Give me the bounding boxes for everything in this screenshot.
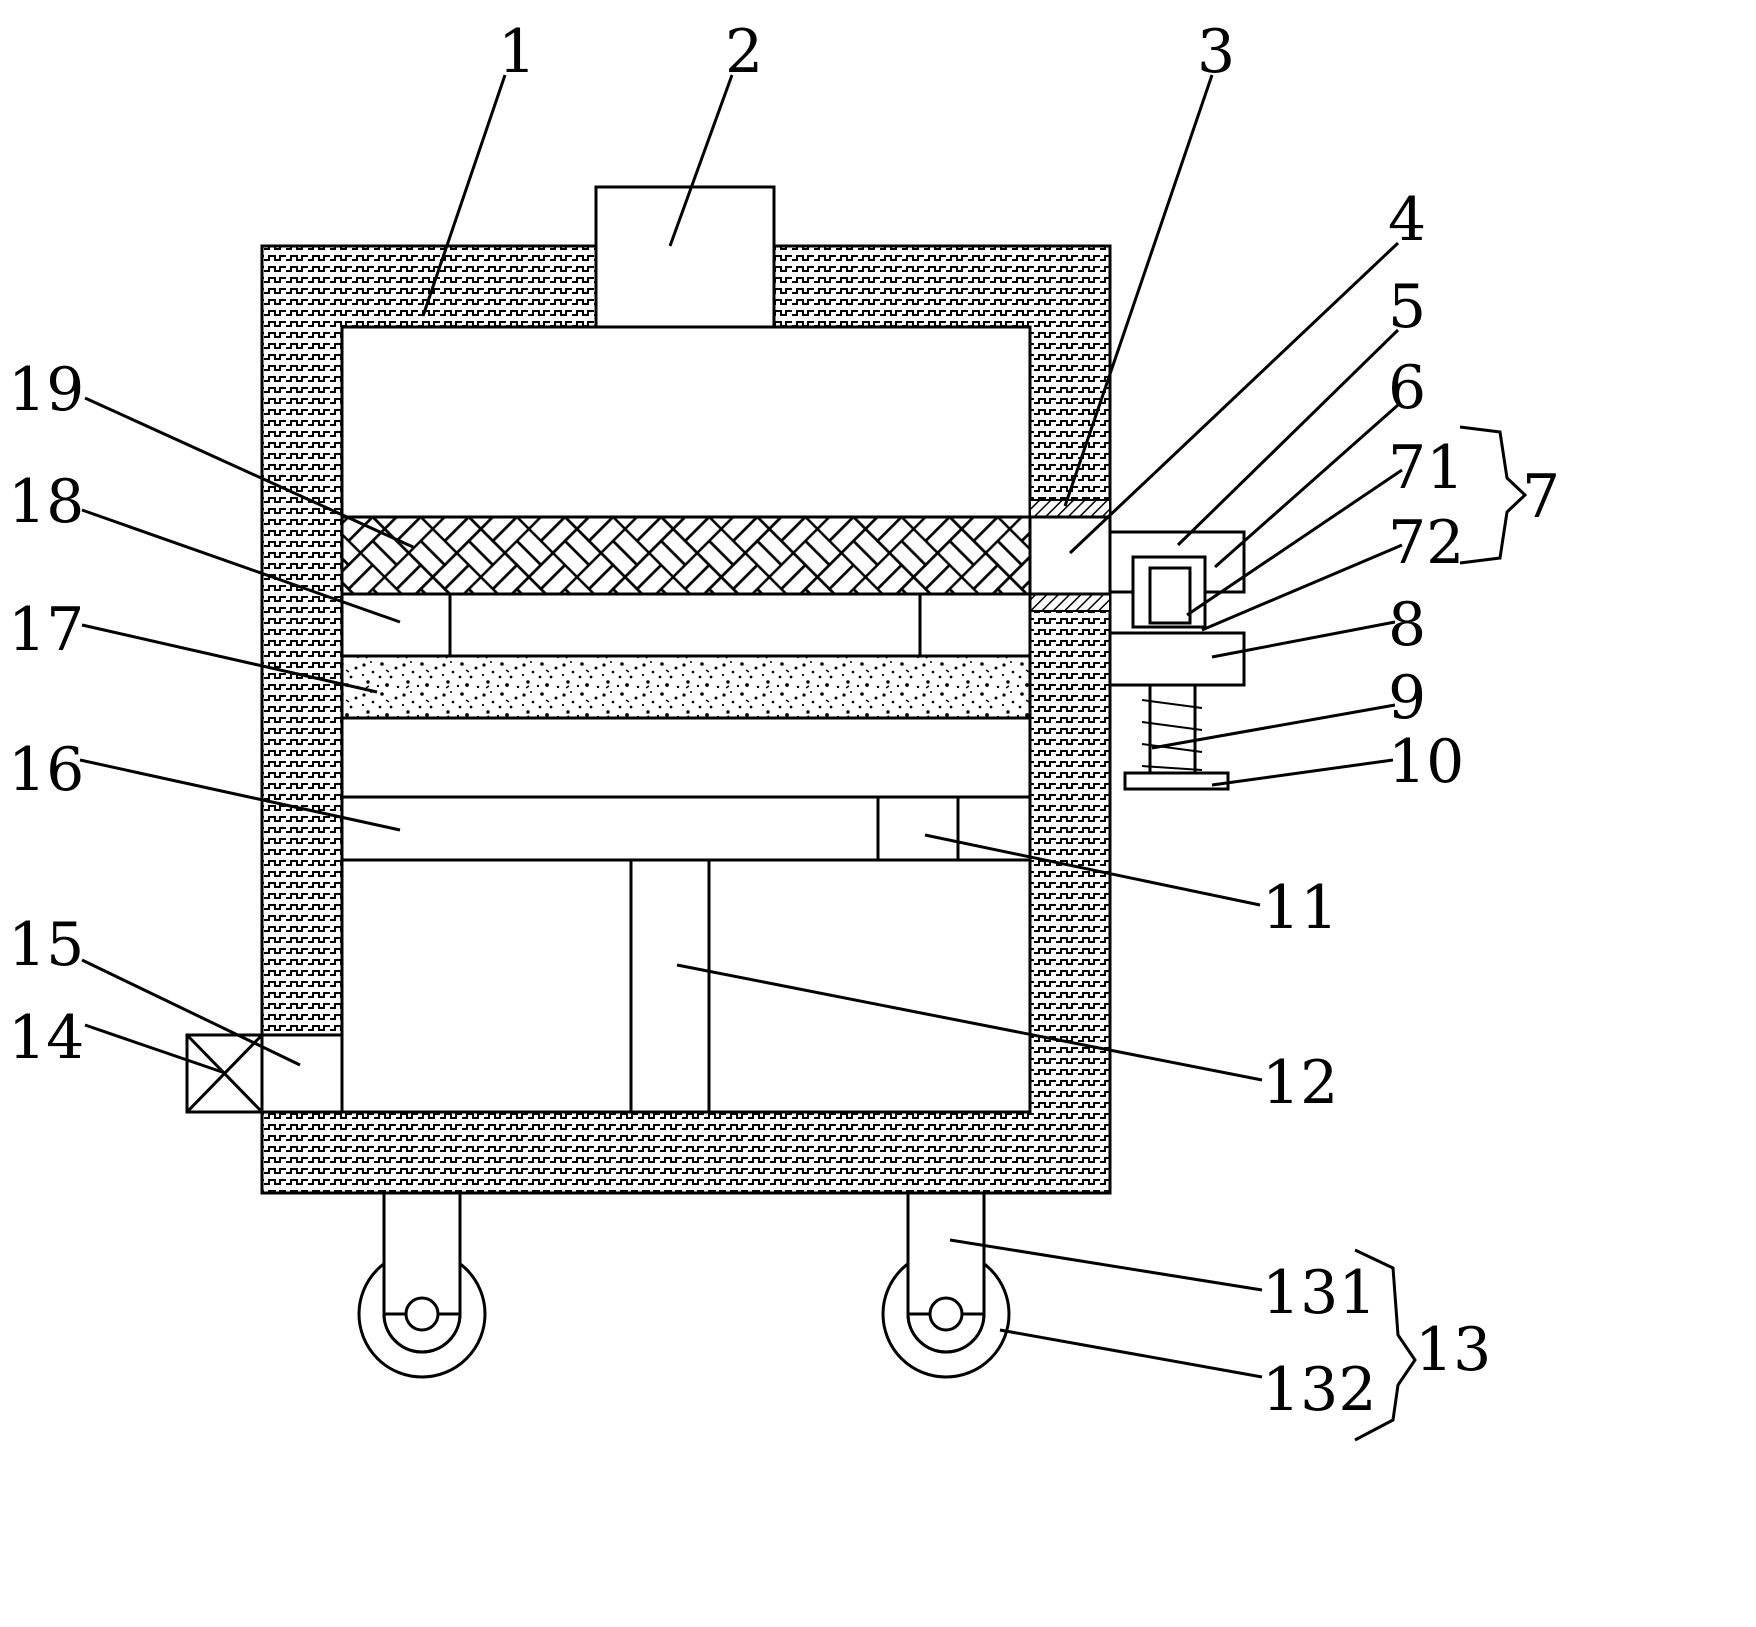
mount-block: [1108, 631, 1246, 687]
label-13: 13: [1415, 1315, 1491, 1385]
label-18: 18: [8, 467, 84, 537]
label-12: 12: [1262, 1048, 1338, 1118]
base-plate: [1123, 771, 1230, 791]
label-10: 10: [1388, 727, 1464, 797]
label-72: 72: [1388, 508, 1464, 578]
brace-7: [1459, 425, 1528, 565]
label-17: 17: [8, 595, 84, 665]
label-3: 3: [1197, 17, 1235, 87]
label-2: 2: [725, 17, 763, 87]
guide-sleeve-inner: [1148, 566, 1192, 625]
feed-inlet: [594, 185, 776, 329]
label-9: 9: [1388, 663, 1426, 733]
outlet-pipe: [260, 1033, 344, 1114]
label-1: 1: [498, 17, 536, 87]
center-column: [629, 858, 711, 1114]
label-4: 4: [1388, 185, 1426, 255]
seal-strip-lower: [1029, 593, 1111, 612]
label-15: 15: [8, 910, 84, 980]
seal-strip-upper: [1029, 499, 1111, 518]
plate-block: [876, 795, 960, 862]
label-19: 19: [8, 355, 84, 425]
brace-13: [1354, 1248, 1417, 1442]
support-frame: [340, 592, 1032, 658]
label-6: 6: [1388, 353, 1426, 423]
label-5: 5: [1388, 272, 1426, 342]
caster-right: [881, 1191, 1011, 1379]
label-11: 11: [1262, 873, 1338, 943]
granular-filter-layer: [340, 654, 1032, 720]
label-7: 7: [1522, 462, 1560, 532]
label-132: 132: [1262, 1355, 1377, 1425]
label-14: 14: [8, 1003, 84, 1073]
label-8: 8: [1388, 590, 1426, 660]
label-71: 71: [1388, 433, 1464, 503]
label-131: 131: [1262, 1258, 1377, 1328]
label-16: 16: [8, 735, 84, 805]
spring-coils: [1141, 699, 1203, 771]
leader-lines: [79, 74, 1403, 1379]
caster-left: [357, 1191, 487, 1379]
woven-filter-layer: [340, 515, 1032, 596]
